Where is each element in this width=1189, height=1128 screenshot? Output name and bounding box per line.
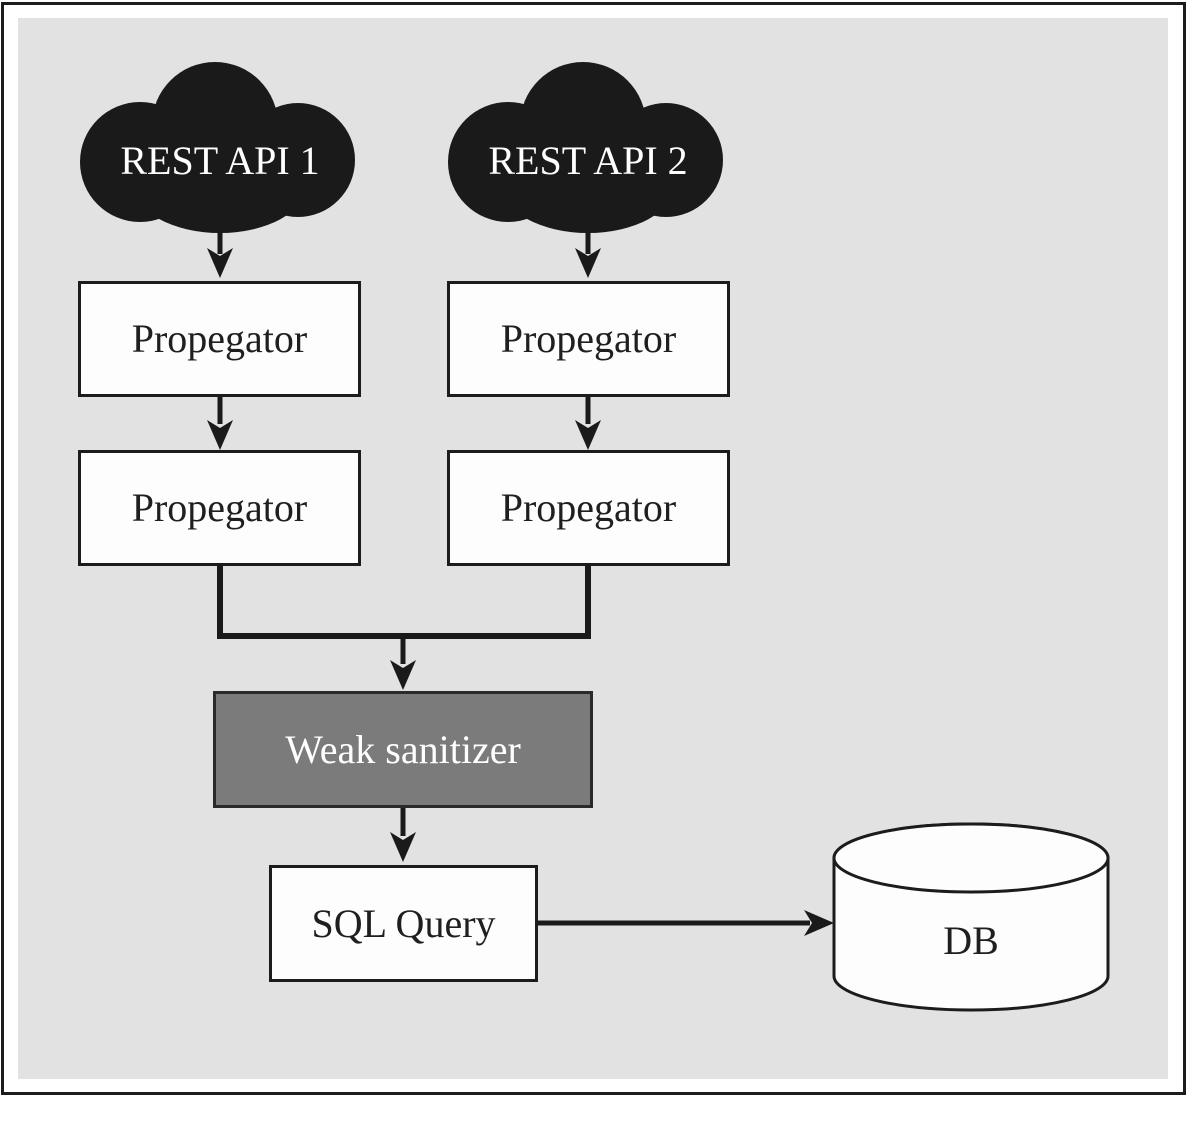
arrow-merge-to-sanitizer <box>390 637 416 690</box>
cloud-icon-rest-api-2 <box>448 62 723 233</box>
node-propagator-1a: Propegator <box>78 281 361 397</box>
database-cylinder-icon <box>832 822 1110 1012</box>
node-propagator-2b: Propegator <box>447 450 730 566</box>
cloud-rest-api-1-label: REST API 1 <box>120 137 320 183</box>
node-propagator-1b: Propegator <box>78 450 361 566</box>
node-weak-sanitizer: Weak sanitizer <box>213 691 593 808</box>
node-db-label: DB <box>943 917 999 963</box>
cloud-rest-api-2-label: REST API 2 <box>488 137 688 183</box>
merge-connector <box>217 565 591 639</box>
node-propagator-2a: Propegator <box>447 281 730 397</box>
arrow-cloud2-to-propagator <box>575 230 601 278</box>
cloud-icon-rest-api-1 <box>80 62 355 233</box>
arrow-sql-to-db <box>538 910 834 936</box>
arrow-propagator1a-to-1b <box>207 397 233 450</box>
arrow-cloud1-to-propagator <box>207 230 233 278</box>
arrow-propagator2a-to-2b <box>575 397 601 450</box>
node-sql-query: SQL Query <box>269 865 538 982</box>
arrow-sanitizer-to-sql <box>390 807 416 862</box>
